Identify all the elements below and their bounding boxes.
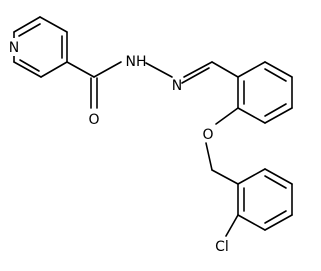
bond [211,61,239,78]
bond [13,16,41,33]
bond [225,214,239,237]
bond [145,62,173,78]
hydrazide-nh-label: NH [126,54,147,70]
bond [18,23,41,37]
bond [181,67,210,84]
bond [40,61,68,78]
bond [264,103,287,117]
bond [264,175,287,189]
imine-nitrogen-label: N [172,78,182,94]
bond [205,142,213,171]
ether-oxygen-label: O [202,127,213,143]
bond [237,107,266,124]
benzene-ring-upper [211,61,293,124]
bond [215,107,239,125]
bond [264,210,287,224]
pyridine-nitrogen-label: N [9,40,19,56]
bond [237,61,266,78]
chlorine-label: Cl [215,239,229,255]
bond [93,61,122,78]
bond [66,61,95,78]
benzene-ring-lower [225,168,293,237]
hydrazone-linker [66,61,213,109]
bond [264,107,293,124]
bond [13,61,42,78]
ether-linkage [205,107,239,185]
bond [237,168,266,185]
bond [264,68,287,82]
carbonyl-oxygen-label: O [88,112,99,128]
bond [264,61,293,78]
bond [264,168,293,185]
bond [19,59,40,72]
bond [183,61,213,78]
bond [211,169,239,185]
atom-labels: N NH N O O Cl [6,38,229,255]
bond [39,16,68,33]
bond [237,214,266,231]
bond [264,214,293,231]
